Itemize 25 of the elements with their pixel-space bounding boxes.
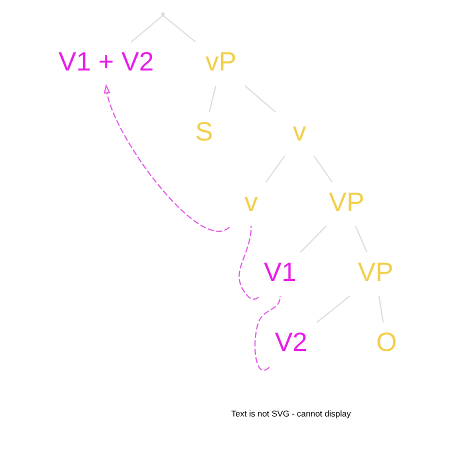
connector bbox=[300, 226, 327, 253]
connector bbox=[208, 86, 216, 112]
node-text: V1 + V2 bbox=[58, 46, 154, 77]
label: Text is not SVG - cannot display bbox=[231, 408, 351, 418]
connector bbox=[354, 226, 368, 253]
node-point bbox=[161, 12, 165, 16]
node-text: O bbox=[376, 326, 397, 357]
connector bbox=[162, 15, 196, 42]
node-text: VP bbox=[328, 186, 364, 217]
node-text: v bbox=[292, 116, 306, 147]
connector bbox=[313, 156, 333, 183]
node-text: VP bbox=[358, 256, 394, 287]
node-text: S bbox=[195, 116, 213, 147]
node-text: vP bbox=[205, 46, 237, 77]
connector bbox=[130, 15, 164, 42]
connector bbox=[244, 85, 276, 113]
node-text: V1 bbox=[264, 256, 296, 287]
connector bbox=[316, 296, 350, 323]
node-text: v bbox=[244, 186, 258, 217]
connector bbox=[238, 226, 259, 300]
connector bbox=[265, 156, 286, 183]
arrow bbox=[104, 84, 230, 232]
node-text: V2 bbox=[274, 326, 308, 357]
connector bbox=[378, 296, 384, 323]
connector bbox=[254, 296, 281, 371]
